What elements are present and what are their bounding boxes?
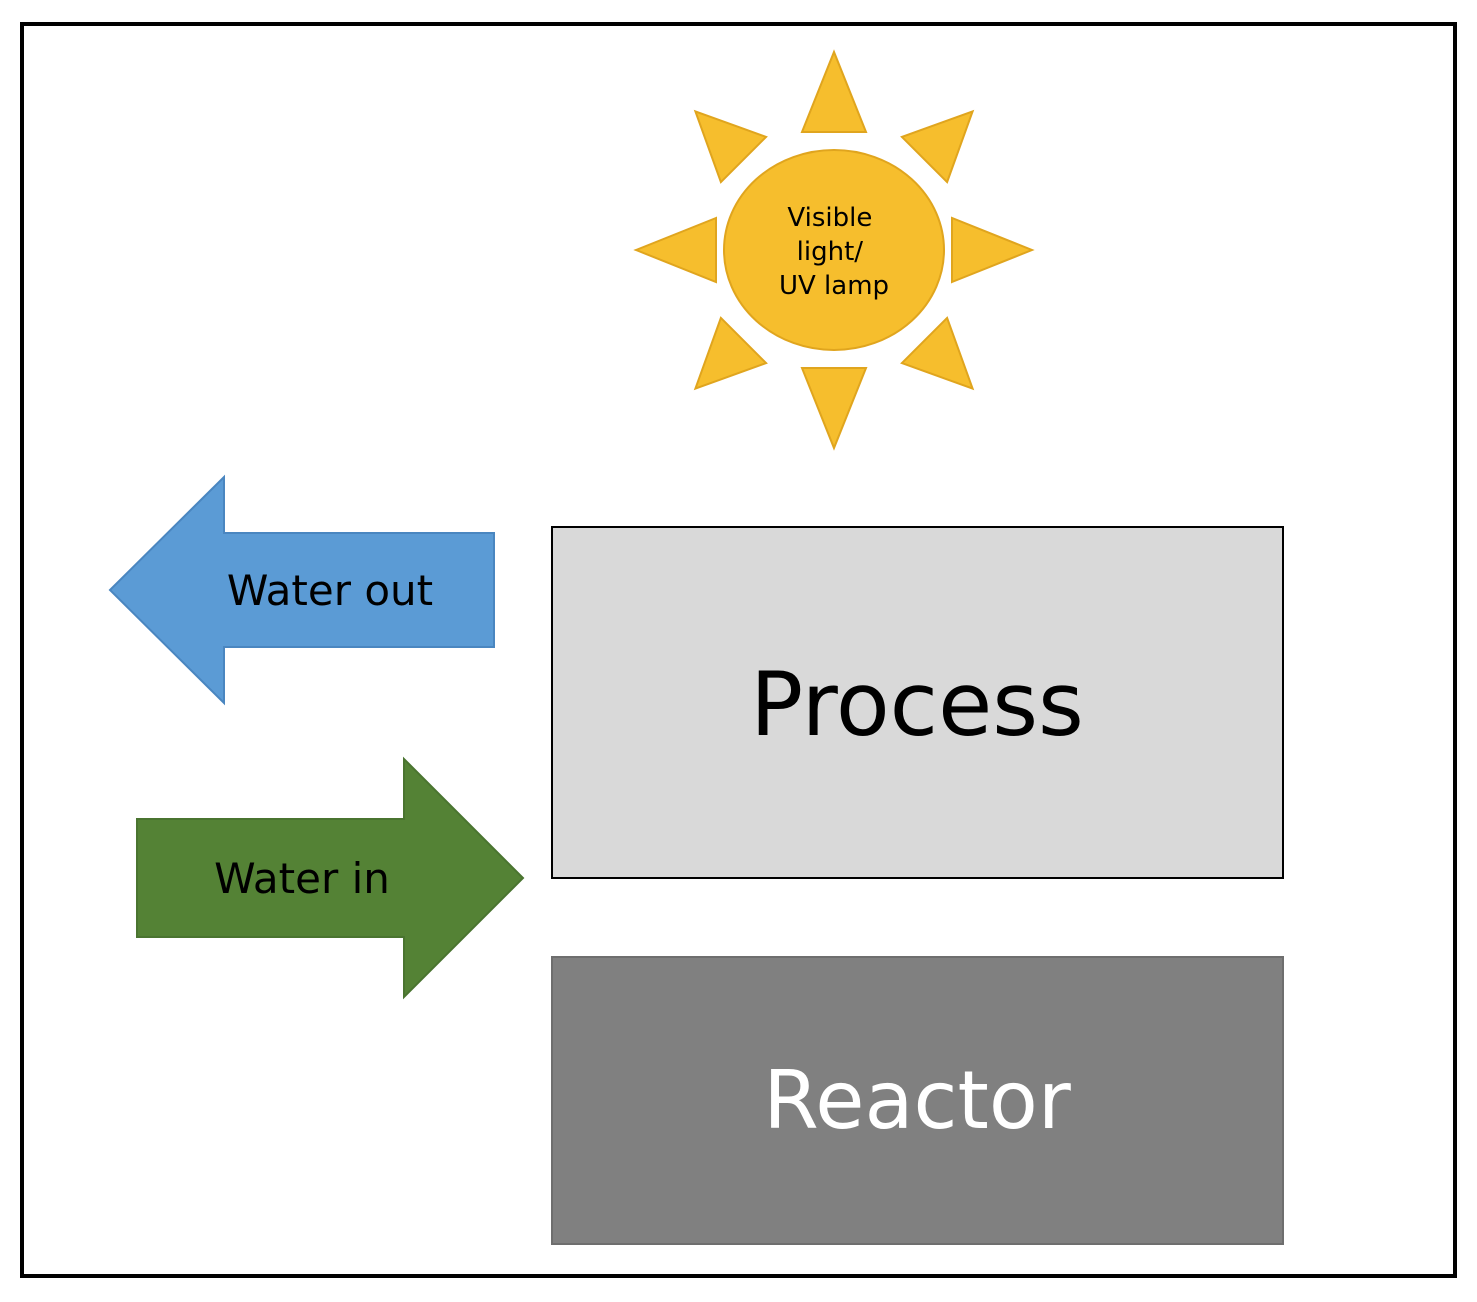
sun-icon: Visible light/ UV lamp	[633, 49, 1035, 451]
water-out-arrow-shape	[108, 474, 495, 706]
process-rect	[551, 526, 1284, 879]
sun-rays	[633, 49, 1035, 451]
reactor-box: Reactor	[551, 956, 1284, 1245]
water-in-label: Water in	[214, 854, 390, 903]
reactor-label: Reactor	[763, 1054, 1071, 1147]
lamp-label-line-3: UV lamp	[779, 271, 889, 301]
process-label: Process	[750, 653, 1084, 756]
ray-bottom-right	[900, 316, 975, 391]
water-in-arrow: Water in	[136, 756, 525, 1000]
ray-top	[800, 49, 868, 133]
water-out-arrow: Water out	[108, 474, 495, 706]
ray-bottom-left	[693, 316, 768, 391]
process-box: Process	[551, 526, 1284, 879]
ray-top-right	[900, 109, 975, 184]
ray-right	[951, 216, 1035, 284]
ray-left	[633, 216, 717, 284]
sun-core	[723, 149, 945, 351]
ray-top-left	[693, 109, 768, 184]
ray-bottom	[800, 367, 868, 451]
lamp-label-line-2: light/	[797, 237, 864, 267]
water-out-label: Water out	[227, 566, 433, 615]
lamp-label-line-1: Visible	[787, 203, 872, 233]
reactor-rect	[551, 956, 1284, 1245]
water-in-arrow-shape	[136, 756, 525, 1000]
lamp-label: Visible light/ UV lamp	[779, 203, 889, 301]
